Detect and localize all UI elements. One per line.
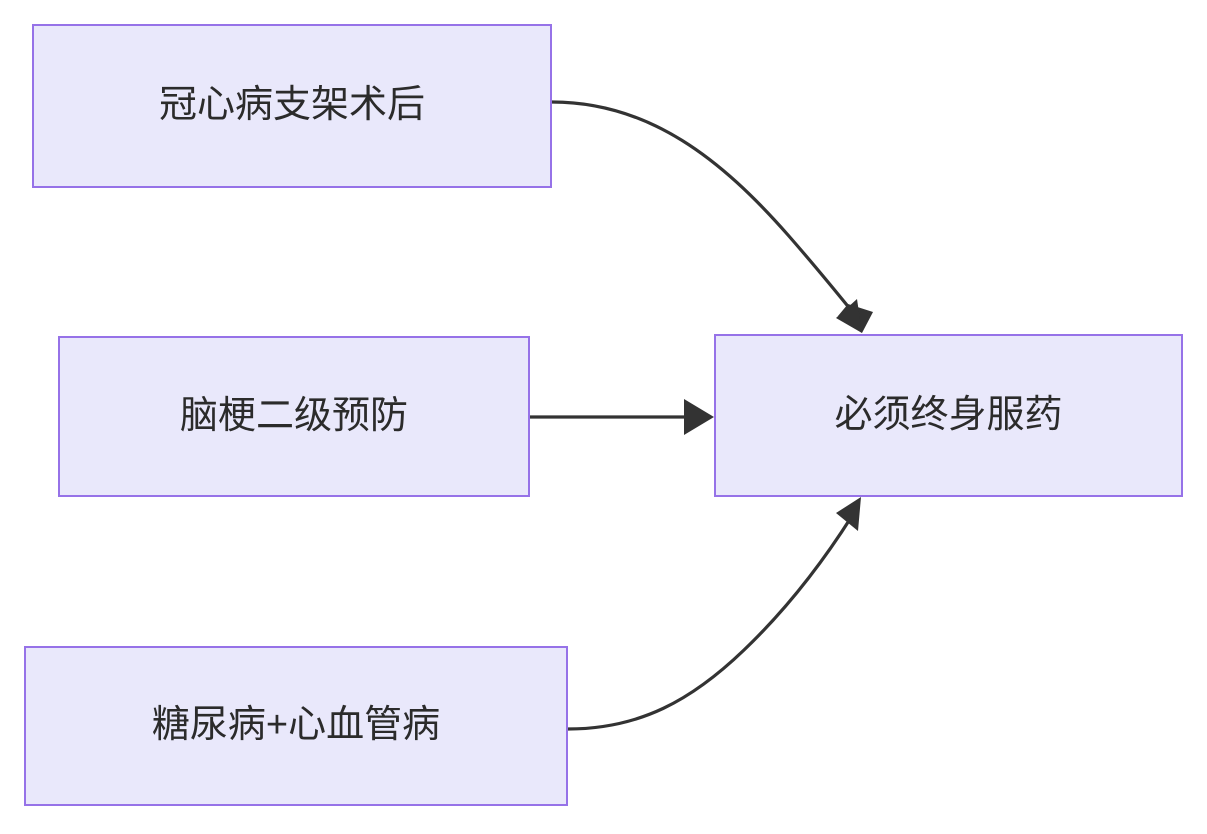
node-stroke-label: 脑梗二级预防 (179, 394, 408, 437)
node-lifelong[interactable]: 必须终身服药 (714, 334, 1183, 497)
edge-diabetes-to-lifelong-arrowhead (836, 497, 861, 531)
node-diabetes[interactable]: 糖尿病+心血管病 (24, 646, 568, 806)
edge-chd-to-lifelong-arrowhead-fill (836, 299, 862, 333)
edge-diabetes-to-lifelong-path (567, 515, 854, 731)
node-chd-label: 冠心病支架术后 (158, 84, 425, 127)
edge-diabetes-to-lifelong (567, 497, 861, 731)
edge-chd-to-lifelong (551, 100, 873, 333)
node-lifelong-label: 必须终身服药 (834, 393, 1063, 436)
node-stroke[interactable]: 脑梗二级预防 (58, 336, 530, 497)
node-diabetes-label: 糖尿病+心血管病 (151, 704, 441, 747)
edge-chd-to-lifelong-path (551, 100, 857, 317)
edge-stroke-to-lifelong-arrowhead (684, 399, 714, 435)
node-chd[interactable]: 冠心病支架术后 (32, 24, 552, 188)
edge-stroke-to-lifelong (530, 399, 714, 435)
